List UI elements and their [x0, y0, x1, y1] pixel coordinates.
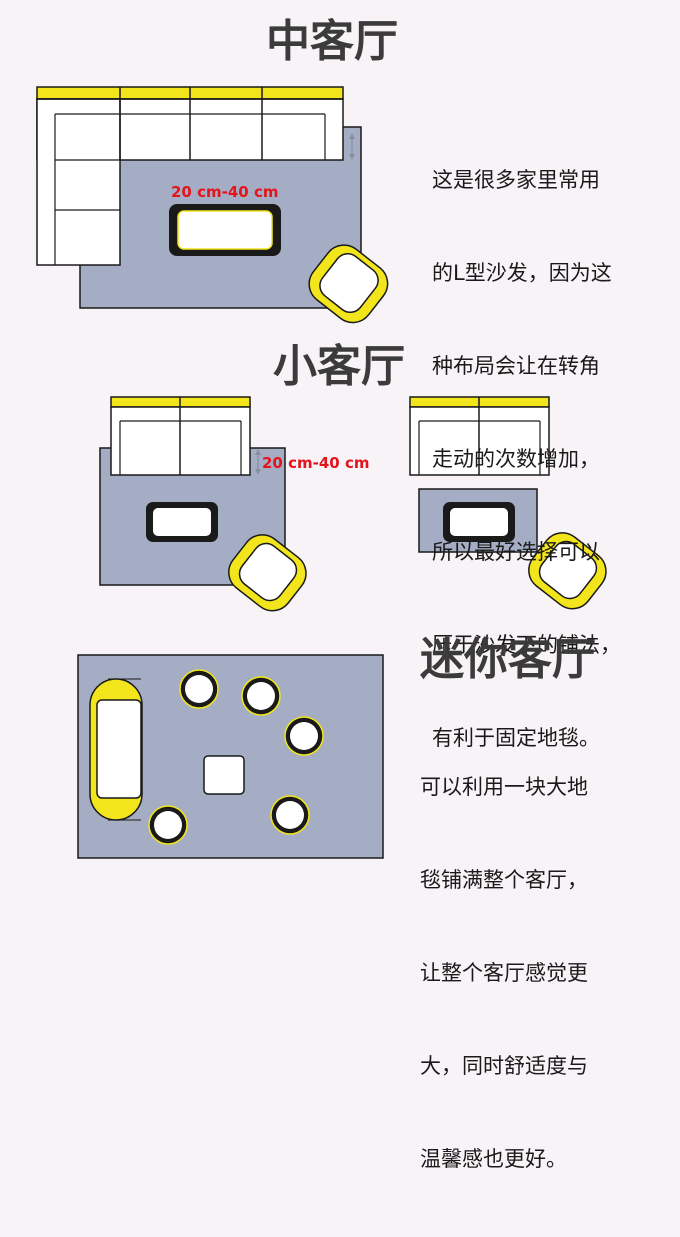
mini-living-room-diagram	[77, 654, 384, 859]
mini-stools	[148, 669, 324, 845]
description-line: 毯铺满整个客厅，	[420, 868, 588, 892]
description-line: 压于沙发下的铺法，	[432, 633, 621, 657]
description-line: 让整个客厅感觉更	[420, 961, 588, 985]
description-line: 的L型沙发，因为这	[432, 261, 612, 285]
small-armchair-right	[528, 532, 607, 610]
medium-coffee-table	[169, 204, 281, 256]
medium-living-room-title: 中客厅	[266, 16, 398, 67]
mini-living-room-title: 迷你客厅	[420, 634, 596, 685]
description-line: 所以最好选择可以	[432, 540, 600, 564]
mini-stool	[241, 676, 281, 716]
mini-stool	[148, 805, 188, 845]
mini-side-table	[203, 755, 245, 795]
mini-stool	[270, 795, 310, 835]
medium-armchair	[308, 244, 389, 324]
small-living-room-diagram-rug-under: 20 cm-40 cm	[99, 396, 369, 612]
small-living-room-title: 小客厅	[273, 341, 405, 392]
description-line: 大，同时舒适度与	[420, 1054, 588, 1078]
medium-l-shaped-sofa	[36, 86, 344, 266]
mini-living-room-description: 可以利用一块大地 毯铺满整个客厅， 让整个客厅感觉更 大，同时舒适度与 温馨感也…	[420, 710, 588, 1237]
medium-dimension-label: 20 cm-40 cm	[171, 183, 278, 201]
description-line: 走动的次数增加，	[432, 447, 600, 471]
small-coffee-table-left	[146, 502, 218, 542]
medium-living-room-description: 这是很多家里常用 的L型沙发，因为这 种布局会让在转角 走动的次数增加， 所以最…	[432, 103, 621, 816]
small-living-room-diagram-rug-front	[409, 396, 607, 610]
small-sofa-left	[110, 396, 251, 476]
small-sofa-right	[409, 396, 550, 476]
small-armchair-left	[228, 534, 307, 612]
small-coffee-table-right	[443, 502, 515, 542]
description-line: 温馨感也更好。	[420, 1147, 567, 1171]
medium-living-room-diagram: 20 cm-40 cm	[36, 86, 389, 324]
small-dimension-label: 20 cm-40 cm	[262, 454, 369, 472]
mini-sofa	[89, 678, 143, 821]
description-line: 这是很多家里常用	[432, 168, 600, 192]
page: 20 cm-40 cm 20 cm-40 cm	[36, 16, 621, 1171]
description-line: 种布局会让在转角	[432, 354, 600, 378]
mini-stool	[179, 669, 219, 709]
layout-diagrams: 20 cm-40 cm 20 cm-40 cm	[36, 86, 607, 859]
description-line: 有利于固定地毯。	[432, 726, 600, 750]
mini-stool	[284, 716, 324, 756]
description-line: 可以利用一块大地	[420, 775, 588, 799]
